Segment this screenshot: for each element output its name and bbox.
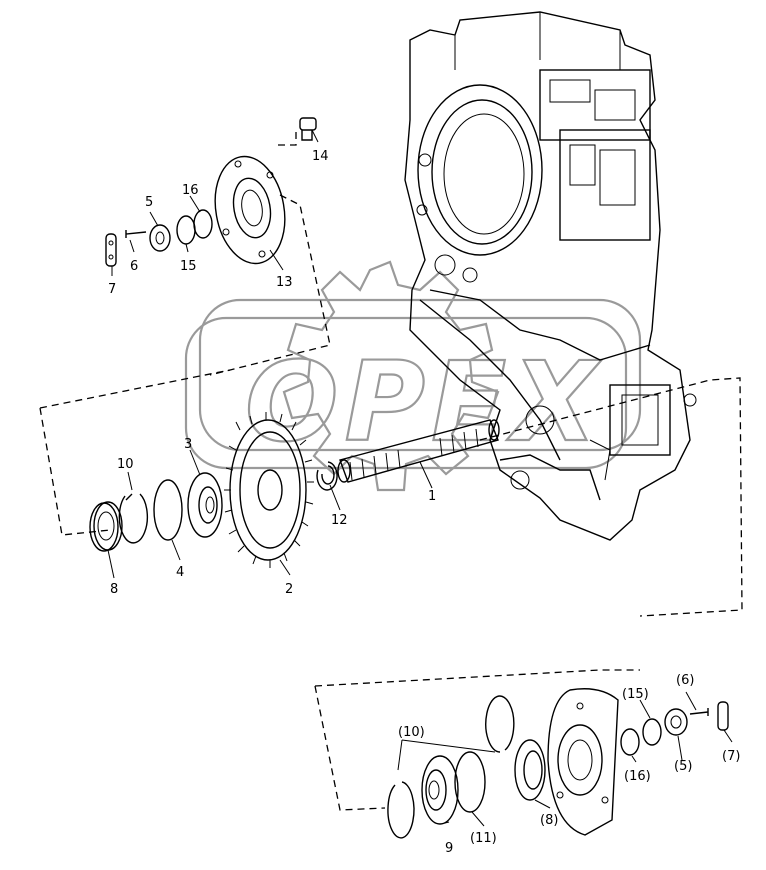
callout-3: 3 xyxy=(184,437,192,452)
callout-4: 4 xyxy=(176,565,184,580)
shaft-part-1 xyxy=(337,419,500,483)
gear-part-2 xyxy=(224,412,314,568)
spacer-part-8 xyxy=(89,501,123,552)
opex-watermark: OPEX xyxy=(184,260,642,492)
watermark-text: OPEX xyxy=(245,338,603,466)
callout-12: 12 xyxy=(331,513,348,528)
callout-2: 2 xyxy=(285,582,293,597)
lower-small-parts xyxy=(387,695,729,839)
bearing-part-9-lower xyxy=(421,755,459,825)
snap-ring-part-10-lower-a xyxy=(485,695,515,753)
oring-part-15-lower xyxy=(642,718,662,746)
callout-5: 5 xyxy=(145,195,153,210)
callout-5-paren: (5) xyxy=(674,759,692,774)
flange-cover-part-13 xyxy=(214,155,286,265)
callout-6: 6 xyxy=(130,259,138,274)
cap-part-5-lower xyxy=(664,708,688,736)
callout-15-paren: (15) xyxy=(622,687,649,702)
snap-ring-part-12 xyxy=(316,461,338,491)
transmission-housing xyxy=(404,11,697,541)
lock-plate-part-7-lower xyxy=(717,701,729,731)
callout-7-paren: (7) xyxy=(722,749,740,764)
callout-13: 13 xyxy=(276,275,293,290)
callout-8-paren: (8) xyxy=(540,813,558,828)
cap-part-5 xyxy=(149,224,171,252)
leader-lines xyxy=(107,129,733,827)
watermark-frame-inner xyxy=(184,316,628,470)
snap-ring-part-10-lower-b xyxy=(387,781,415,839)
callout-7: 7 xyxy=(108,282,116,297)
snap-ring-part-4 xyxy=(153,479,183,541)
oring-part-16 xyxy=(193,209,213,239)
oring-part-16-lower xyxy=(620,728,640,756)
watermark-gear-outline xyxy=(282,260,500,492)
upper-small-parts xyxy=(105,209,213,267)
callout-8: 8 xyxy=(110,582,118,597)
lower-flange-cover xyxy=(547,688,619,836)
callout-14: 14 xyxy=(312,149,329,164)
callout-10: 10 xyxy=(117,457,134,472)
lock-plate-part-7 xyxy=(105,233,117,267)
callout-16: 16 xyxy=(182,183,199,198)
callout-9: 9 xyxy=(445,841,453,856)
bearing-part-3 xyxy=(187,472,223,538)
lower-cover-boundary xyxy=(314,669,640,811)
bolt-part-14 xyxy=(299,117,317,141)
screw-part-6-lower xyxy=(689,708,709,716)
seal-part-8-lower xyxy=(514,739,546,801)
screw-part-6 xyxy=(125,230,147,238)
snap-ring-part-10 xyxy=(118,493,149,544)
snap-ring-part-11-lower xyxy=(454,751,486,813)
callout-1: 1 xyxy=(428,489,436,504)
callout-11-paren: (11) xyxy=(470,831,497,846)
upper-cover-boundary xyxy=(209,130,331,376)
callout-10-paren: (10) xyxy=(398,725,425,740)
callout-15: 15 xyxy=(180,259,197,274)
oring-part-15 xyxy=(176,215,196,245)
callout-6-paren: (6) xyxy=(676,673,694,688)
callout-labels: 1 2 3 4 5 6 7 8 9 10 12 13 14 15 16 (6) … xyxy=(108,149,740,856)
callout-16-paren: (16) xyxy=(624,769,651,784)
